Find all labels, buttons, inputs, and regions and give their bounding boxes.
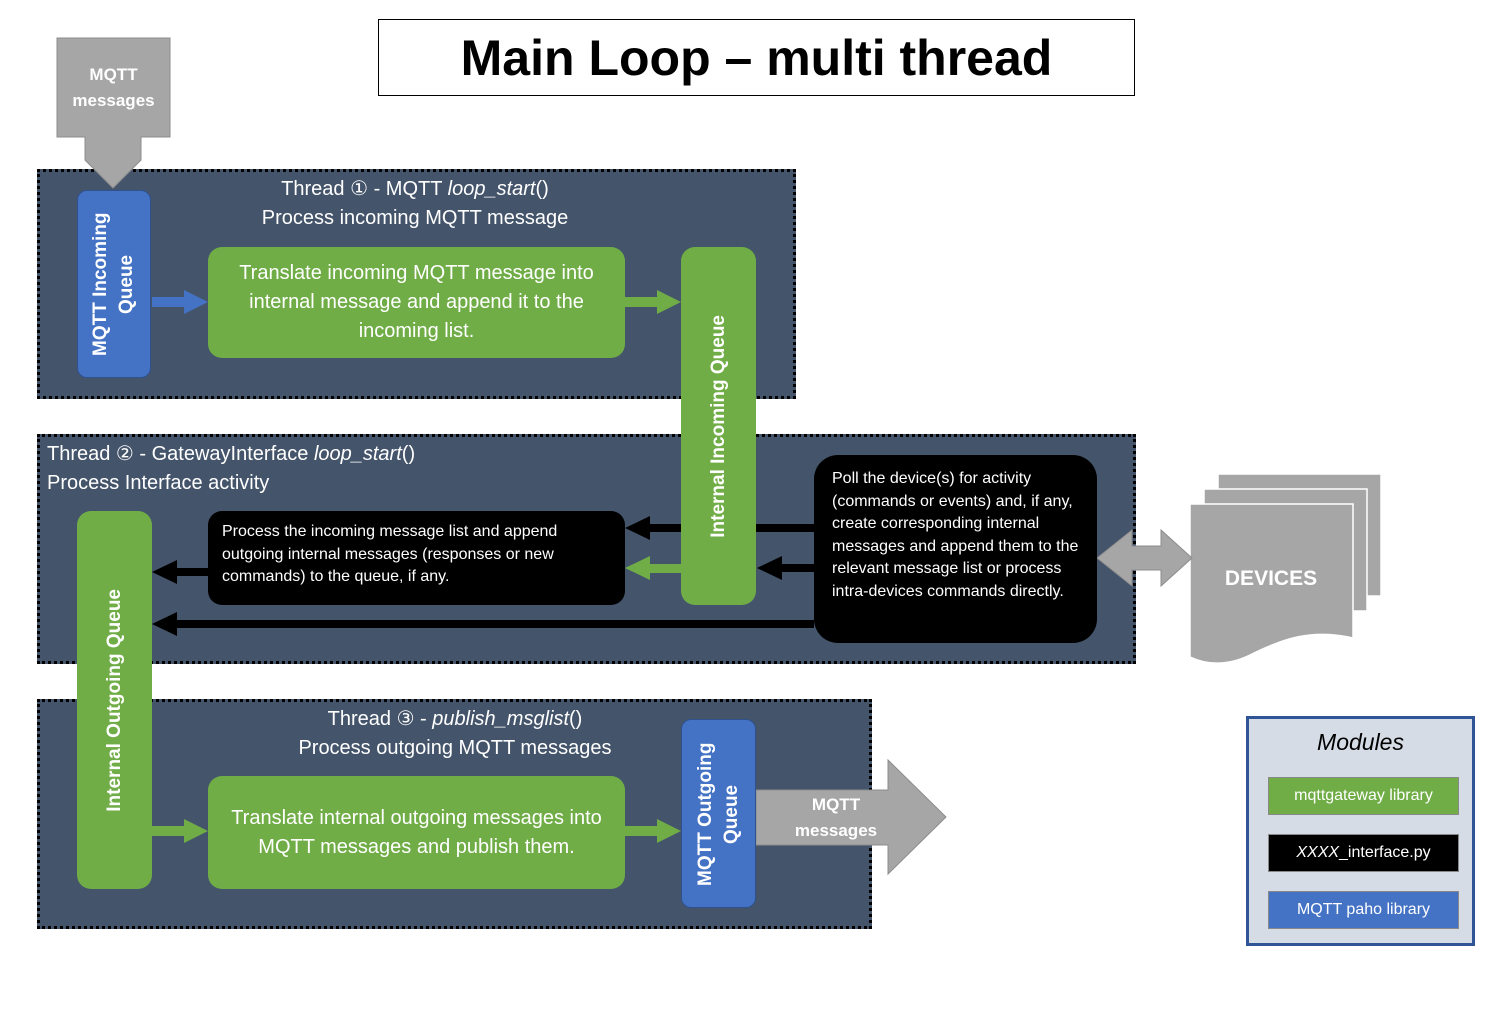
legend-item-paho-label: MQTT paho library bbox=[1296, 901, 1431, 918]
legend-item-interface: XXXX_interface.py bbox=[1268, 834, 1459, 872]
arrow-poll-to-internal-queue bbox=[757, 556, 814, 580]
arrow-process-to-outgoing-queue bbox=[152, 560, 209, 584]
mqtt-incoming-queue: MQTT Incoming Queue bbox=[77, 190, 151, 378]
modules-legend: Modules mqttgateway library XXXX_interfa… bbox=[1246, 716, 1475, 946]
thread-3-label: Thread ③ - publish_msglist() Process out… bbox=[208, 705, 702, 763]
thread-3-title-prefix: Thread ③ - bbox=[327, 708, 433, 730]
arrow-outgoing-queue-to-translate bbox=[152, 819, 208, 843]
legend-title: Modules bbox=[1317, 729, 1404, 755]
poll-devices-text: Poll the device(s) for activity (command… bbox=[832, 470, 1079, 600]
thread-2-subtitle: Process Interface activity bbox=[47, 472, 270, 494]
process-list-box: Process the incoming message list and ap… bbox=[208, 511, 625, 605]
legend-item-mqttgateway-label: mqttgateway library bbox=[1294, 787, 1433, 804]
mqtt-outgoing-queue-label: MQTT Outgoing Queue bbox=[694, 741, 742, 886]
mqtt-in-label: MQTT messages bbox=[72, 65, 155, 110]
arrow-translate-to-mqtt-outgoing bbox=[625, 819, 681, 843]
process-list-text: Process the incoming message list and ap… bbox=[222, 523, 558, 585]
arrow-translate-to-internal-queue bbox=[625, 290, 681, 314]
mqtt-out-label: MQTT messages bbox=[794, 795, 878, 840]
thread-1-function: loop_start bbox=[447, 178, 536, 200]
arrow-mqtt-queue-to-translate bbox=[152, 290, 208, 314]
legend-item-paho: MQTT paho library bbox=[1268, 891, 1459, 929]
thread-1-title-prefix: Thread ① - MQTT bbox=[281, 178, 448, 200]
translate-incoming-text: Translate incoming MQTT message into int… bbox=[239, 262, 594, 342]
internal-incoming-queue-label: Internal Incoming Queue bbox=[707, 314, 729, 538]
legend-item-mqttgateway: mqttgateway library bbox=[1268, 777, 1459, 815]
translate-outgoing-box: Translate internal outgoing messages int… bbox=[208, 776, 625, 889]
diagram-title-box: Main Loop – multi thread bbox=[378, 19, 1135, 96]
devices-shape bbox=[1189, 473, 1382, 664]
mqtt-in-arrow bbox=[56, 37, 171, 189]
translate-outgoing-text: Translate internal outgoing messages int… bbox=[231, 806, 602, 858]
thread-2-title-prefix: Thread ② - GatewayInterface bbox=[47, 443, 314, 465]
thread-2-label: Thread ② - GatewayInterface loop_start()… bbox=[47, 440, 647, 498]
internal-outgoing-queue-label: Internal Outgoing Queue bbox=[103, 588, 125, 812]
thread-3-subtitle: Process outgoing MQTT messages bbox=[298, 737, 612, 759]
poll-devices-box: Poll the device(s) for activity (command… bbox=[814, 455, 1097, 643]
translate-incoming-box: Translate incoming MQTT message into int… bbox=[208, 247, 625, 358]
mqtt-outgoing-queue: MQTT Outgoing Queue bbox=[681, 719, 756, 908]
thread-2-function: loop_start bbox=[313, 443, 402, 465]
internal-incoming-queue: Internal Incoming Queue bbox=[681, 247, 756, 605]
thread-1-title-suffix: () bbox=[535, 178, 549, 200]
devices-label: DEVICES bbox=[1224, 567, 1318, 590]
legend-item-interface-italic: XXXX bbox=[1296, 844, 1340, 861]
internal-outgoing-queue: Internal Outgoing Queue bbox=[77, 511, 152, 889]
devices-double-arrow bbox=[1096, 528, 1193, 588]
thread-1-label: Thread ① - MQTT loop_start() Process inc… bbox=[168, 175, 662, 233]
diagram-title: Main Loop – multi thread bbox=[460, 29, 1053, 86]
thread-3-function: publish_msglist bbox=[432, 708, 570, 730]
arrow-poll-to-outgoing-queue bbox=[152, 612, 814, 636]
legend-item-interface-label: _interface.py bbox=[1339, 844, 1431, 861]
thread-2-title-suffix: () bbox=[401, 443, 416, 465]
thread-1-subtitle: Process incoming MQTT message bbox=[261, 207, 569, 229]
mqtt-incoming-queue-label: MQTT Incoming Queue bbox=[90, 212, 137, 356]
mqtt-out-arrow bbox=[755, 758, 947, 876]
arrow-internal-queue-to-process bbox=[625, 556, 682, 580]
thread-3-title-suffix: () bbox=[569, 708, 583, 730]
